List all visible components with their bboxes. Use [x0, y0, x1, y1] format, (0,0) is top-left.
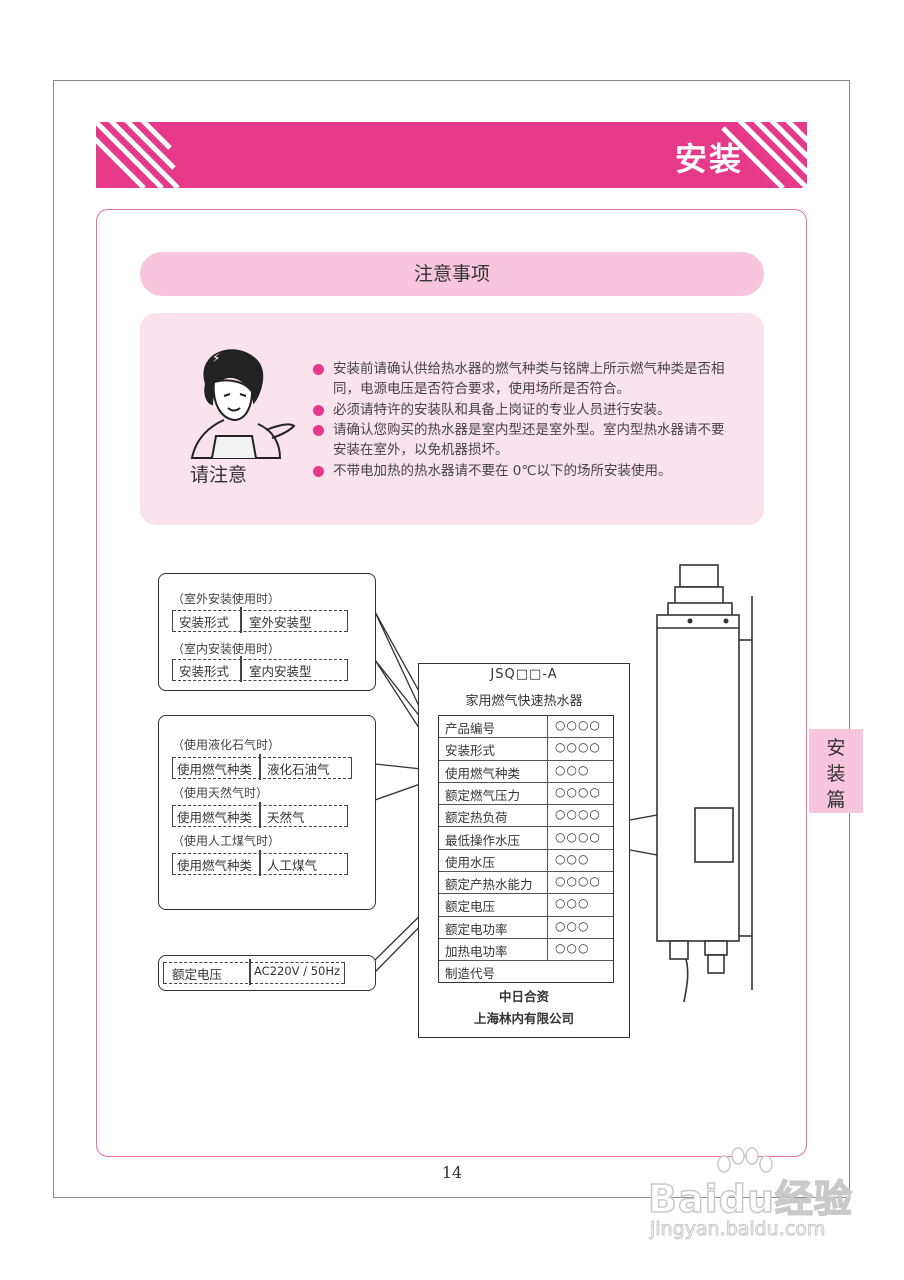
nameplate — [418, 663, 630, 1038]
voltage-value: AC220V / 50Hz — [254, 964, 341, 978]
notice-item: 不带电加热的热水器请不要在 0℃以下的场所安装使用。 — [313, 461, 743, 481]
notice-item: 必须请特许的安装队和具备上岗证的专业人员进行安装。 — [313, 400, 743, 420]
coal-label: 使用燃气种类 — [177, 858, 253, 873]
side-section-tab[interactable]: 安 装 篇 — [809, 729, 863, 813]
bullet-dot-icon — [313, 364, 324, 375]
table-row: 最低操作水压○○○○ — [439, 828, 613, 850]
lpg-label: 使用燃气种类 — [177, 762, 253, 777]
table-row: 额定电功率○○○ — [439, 917, 613, 939]
nameplate-table: 产品编号○○○○ 安装形式○○○○ 使用燃气种类○○○ 额定燃气压力○○○○ 额… — [438, 715, 614, 983]
watermark-logo: Baidu经验 — [647, 1176, 853, 1222]
outdoor-value: 室外安装型 — [249, 615, 312, 630]
content-box — [96, 209, 807, 1157]
outdoor-type-box: 安装形式 室外安装型 — [172, 607, 348, 633]
lpg-box: 使用燃气种类 液化石油气 — [172, 754, 352, 780]
bullet-dot-icon — [313, 425, 324, 436]
notice-item: 请确认您购买的热水器是室内型还是室外型。室内型热水器请不要 安装在室外，以免机器… — [313, 420, 743, 460]
bullet-dot-icon — [313, 466, 324, 477]
nameplate-model: JSQ□□-A — [490, 667, 558, 682]
coal-value: 人工煤气 — [267, 858, 318, 873]
nameplate-product-name: 家用燃气快速热水器 — [465, 694, 583, 709]
bullet-dot-icon — [313, 405, 324, 416]
voltage-label: 额定电压 — [172, 967, 223, 982]
notice-caption: 请注意 — [190, 464, 248, 486]
indoor-label: 安装形式 — [179, 664, 230, 679]
coal-box: 使用燃气种类 人工煤气 — [172, 850, 348, 876]
table-row: 额定产热水能力○○○○ — [439, 872, 613, 895]
indoor-caption: （室内安装使用时） — [172, 642, 281, 656]
notice-item: 安装前请确认供给热水器的燃气种类与铭牌上所示燃气种类是否相 同，电源电压是否符合… — [313, 359, 743, 399]
lpg-value: 液化石油气 — [267, 762, 330, 777]
voltage-box: 额定电压 AC220V / 50Hz — [163, 959, 345, 985]
table-row: 使用水压○○○ — [439, 850, 613, 873]
table-row: 产品编号○○○○ — [439, 716, 613, 739]
watermark-url: jingyan.baidu.com — [649, 1218, 826, 1241]
table-row: 额定电压○○○ — [439, 894, 613, 917]
indoor-type-box: 安装形式 室内安装型 — [172, 656, 348, 682]
gas-type-callout — [158, 715, 376, 910]
svg-text:⚡: ⚡ — [212, 351, 220, 365]
ng-value: 天然气 — [267, 810, 305, 825]
page-number: 14 — [441, 1163, 463, 1182]
notice-panel — [140, 313, 764, 525]
table-row: 加热电功率○○○ — [439, 939, 613, 962]
ng-caption: （使用天然气时） — [172, 786, 269, 800]
voltage-callout — [158, 955, 376, 991]
stripe-decoration — [96, 122, 807, 188]
notice-title: 注意事项 — [140, 252, 764, 296]
page-frame — [53, 80, 850, 1198]
nameplate-footer-2: 上海林内有限公司 — [473, 1011, 574, 1026]
table-row: 制造代号 — [445, 966, 496, 982]
indoor-value: 室内安装型 — [249, 664, 312, 679]
nameplate-footer-1: 中日合资 — [498, 989, 549, 1004]
ng-box: 使用燃气种类 天然气 — [172, 802, 348, 828]
table-row: 额定热负荷○○○○ — [439, 805, 613, 828]
table-divider — [547, 715, 548, 961]
lpg-caption: （使用液化石气时） — [172, 738, 281, 752]
section-banner: 安装 — [96, 122, 807, 188]
outdoor-caption: （室外安装使用时） — [172, 592, 281, 606]
table-row: 额定燃气压力○○○○ — [439, 783, 613, 806]
section-title: 安装 — [674, 140, 743, 178]
outdoor-label: 安装形式 — [179, 615, 230, 630]
coal-caption: （使用人工煤气时） — [172, 834, 281, 848]
watermark: Baidu经验 jingyan.baidu.com — [640, 1146, 870, 1256]
table-row: 安装形式○○○○ — [439, 738, 613, 761]
table-row: 使用燃气种类○○○ — [439, 761, 613, 783]
woman-illustration-icon: ⚡ — [190, 349, 296, 459]
ng-label: 使用燃气种类 — [177, 810, 253, 825]
paw-icon — [717, 1147, 773, 1173]
install-type-callout — [158, 573, 376, 691]
